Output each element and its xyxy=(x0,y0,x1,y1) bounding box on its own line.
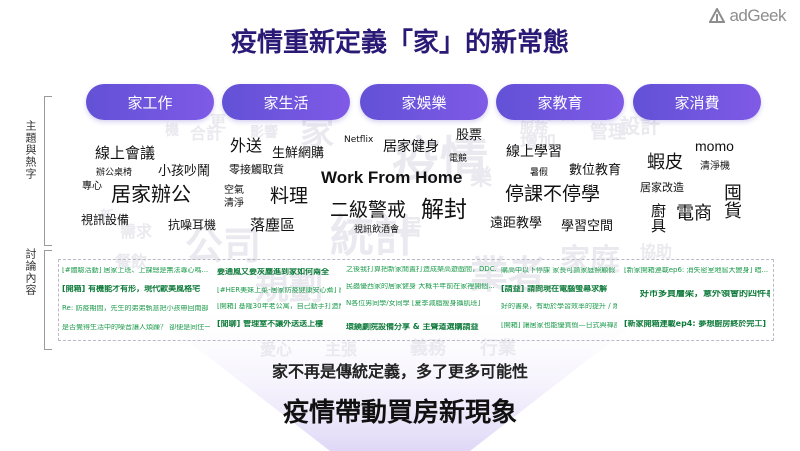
hot-word: 小孩吵鬧 xyxy=(158,164,211,179)
hot-word: 清淨 xyxy=(224,198,244,209)
hot-word: 視訊飲酒會 xyxy=(354,225,400,235)
side-label-topics: 主題與熱字 xyxy=(24,120,37,180)
hot-word: 囤貨 xyxy=(721,183,742,219)
discussion-card[interactable]: [#體驗活動] 居家上班、上課總是無法專心嗎... xyxy=(62,267,209,274)
brand-name: adGeek xyxy=(729,6,786,25)
discussion-card[interactable]: [開箱] 讓居家也能優質假—日式與禪風的... xyxy=(501,322,617,329)
hot-word: 停課不停學 xyxy=(505,183,601,205)
subtitle: 家不再是傳統定義，多了更多可能性 xyxy=(271,362,528,381)
hot-word: 解封 xyxy=(421,197,467,223)
hot-word: 遠距教學 xyxy=(490,216,543,231)
hot-word: 辦公桌椅 xyxy=(96,168,133,178)
side-label-discussion: 討論內容 xyxy=(24,248,37,296)
hot-word: 外送 xyxy=(230,136,263,155)
hot-word: 生鮮網購 xyxy=(272,146,325,161)
category-pill-entertain[interactable]: 家娛樂 xyxy=(360,84,488,120)
hot-word: 居家改造 xyxy=(640,181,684,194)
hot-word: 料理 xyxy=(270,185,309,207)
category-pill-life[interactable]: 家生活 xyxy=(222,84,350,120)
category-pill-work[interactable]: 家工作 xyxy=(86,84,214,120)
hot-word: 零接觸取貨 xyxy=(229,163,284,176)
ghost-word: 服務 xyxy=(520,121,548,137)
ghost-word: 合計 xyxy=(190,124,223,143)
adgeek-logo: adGeek xyxy=(709,6,786,26)
hot-word: 二級警戒 xyxy=(330,199,407,221)
headline: 疫情帶動買房新現象 xyxy=(282,398,517,428)
hot-word: 居家健身 xyxy=(383,139,439,155)
hot-word: momo xyxy=(695,138,734,154)
hot-word: 清淨機 xyxy=(700,161,730,172)
discussion-card[interactable]: [開箱] 有機能才有形，現代歐美風格宅 xyxy=(62,285,201,293)
discussion-card[interactable]: [#HER美妹上菜-居家防疫健康安心煮] 居... xyxy=(217,287,341,294)
hot-word: 蝦皮 xyxy=(647,152,683,173)
discussion-card[interactable]: 環繞劇院設備分享 & 主聲道選購請益 xyxy=(346,323,479,331)
hot-word: 落塵區 xyxy=(250,216,296,234)
ghost-word: 機 xyxy=(165,123,179,139)
discussion-card[interactable]: 之後我打算把新家閒置打造成樂高遊戲間，DDC... xyxy=(346,266,496,273)
hot-word: Netflix xyxy=(344,135,374,145)
discussion-card[interactable]: [請益] 請問現在電腦螢幕求解 xyxy=(501,285,608,293)
ghost-word: 更 xyxy=(210,112,227,131)
hot-word: 電競 xyxy=(449,154,468,164)
page-title: 疫情重新定義「家」的新常態 xyxy=(230,28,569,58)
discussion-bracket xyxy=(44,250,52,350)
hot-word: 股票 xyxy=(456,128,483,143)
hot-word: 學習空間 xyxy=(561,219,614,234)
discussion-card[interactable]: N各位男同學/女同學 [夏季減脂瘦身攝肌班] xyxy=(346,300,481,307)
discussion-card[interactable]: [新家開箱連載ep6: 消失密室地窖大變身] 暗... xyxy=(624,267,769,274)
discussion-card[interactable]: 要通風又要灰塵進到家如何兩全 xyxy=(217,268,329,276)
hot-word: 暑假 xyxy=(530,168,549,178)
topics-bracket xyxy=(44,96,52,246)
hot-word: 居家辦公 xyxy=(111,182,191,206)
hot-word: 電商 xyxy=(676,203,712,224)
discussion-card[interactable]: 是否覺得生活中的噪音讓人煩躁？ 卻便是同住一... xyxy=(62,324,210,331)
category-pill-consume[interactable]: 家消費 xyxy=(633,84,761,120)
hot-word: 線上學習 xyxy=(506,144,562,160)
discussion-card[interactable]: 購高中以下停課 家長可請家庭照顧假 xyxy=(501,267,616,274)
discussion-card[interactable]: [開箱] 基隆30年老公寓，自己動手打造簡約舒... xyxy=(217,303,341,310)
hot-word: 空氣 xyxy=(224,185,244,196)
hot-word: 視訊設備 xyxy=(81,213,130,227)
discussion-card[interactable]: [閒聊] 管理室不讓外送送上樓 xyxy=(217,320,324,328)
hot-word: 專心 xyxy=(82,181,102,192)
discussion-panel xyxy=(58,259,774,341)
category-pill-education[interactable]: 家教育 xyxy=(496,84,624,120)
hot-word: 廚具 xyxy=(649,203,667,233)
discussion-card[interactable]: Re: 防疫期間，先生的弟弟執意把小孩帶回南部 xyxy=(62,305,209,312)
ghost-word: 管理 xyxy=(590,122,626,143)
hot-word-work-from-home: Work From Home xyxy=(321,168,463,187)
hot-word: 數位教育 xyxy=(569,163,622,178)
discussion-card[interactable]: [新家開箱連載ep4: 夢想廚房終於完工] xyxy=(624,320,767,328)
hot-word: 抗噪耳機 xyxy=(168,218,217,232)
discussion-card[interactable]: 好的書桌，有助於學習效率的提升 / 爆安優惠 xyxy=(501,303,617,310)
discussion-card[interactable]: 好市多買層架，意外領會的四件事 xyxy=(640,290,770,299)
adgeek-logo-icon xyxy=(709,8,726,23)
hot-word: 線上會議 xyxy=(95,144,156,162)
ghost-word: 樂 xyxy=(470,166,493,191)
discussion-card[interactable]: 民蟲優西家的居家健身 大概半年前在家裡開個... xyxy=(346,283,495,290)
